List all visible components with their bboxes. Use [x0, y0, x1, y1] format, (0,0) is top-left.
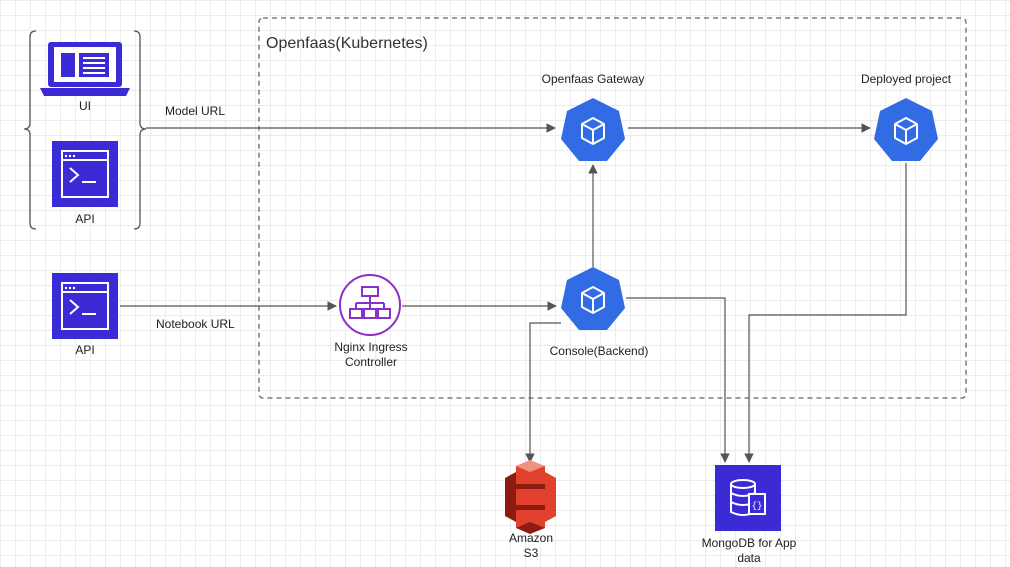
edge-console-to-mongodb — [626, 297, 730, 463]
client-group-brace — [23, 30, 147, 230]
deployed-project-label: Deployed project — [860, 72, 952, 86]
s3-label-line2: S3 — [523, 546, 539, 560]
api-bottom-label: API — [75, 343, 95, 357]
edge-label-model-url: Model URL — [165, 104, 226, 118]
mongodb-label-line2: data — [737, 551, 761, 565]
laptop-icon — [40, 42, 130, 96]
edge-console-to-s3 — [525, 322, 561, 463]
terminal-icon-api-top — [52, 141, 118, 207]
amazon-s3-icon — [505, 460, 556, 534]
kubernetes-pod-icon-gateway — [560, 97, 626, 162]
s3-label-line1: Amazon — [508, 531, 554, 545]
ui-label: UI — [79, 99, 91, 113]
cluster-title: Openfaas(Kubernetes) — [266, 35, 428, 52]
api-top-label: API — [75, 212, 95, 226]
nginx-label-line2: Controller — [344, 355, 398, 369]
edges — [120, 123, 907, 463]
kubernetes-cluster-boundary — [258, 17, 967, 399]
mongodb-label-line1: MongoDB for App — [701, 536, 797, 550]
nginx-label-line1: Nginx Ingress — [334, 340, 408, 354]
kubernetes-pod-icon-deployed-project — [873, 97, 939, 162]
terminal-icon-api-bottom — [52, 273, 118, 339]
console-label: Console(Backend) — [549, 344, 649, 358]
svg-text:{}: {} — [752, 501, 763, 511]
nginx-ingress-icon — [339, 274, 401, 336]
edge-deployed-to-mongodb — [744, 163, 907, 463]
database-icon-mongodb: {} — [715, 465, 781, 531]
kubernetes-pod-icon-console — [560, 266, 626, 331]
edge-label-notebook-url: Notebook URL — [156, 317, 235, 331]
gateway-label: Openfaas Gateway — [541, 72, 645, 86]
